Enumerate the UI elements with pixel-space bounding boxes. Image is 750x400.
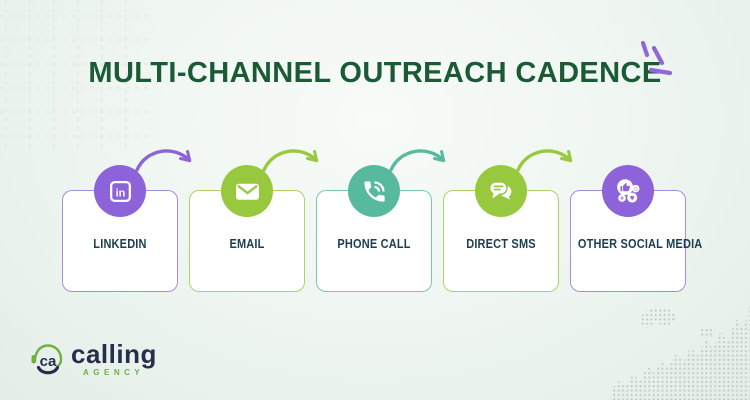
arrow-email-to-phone (262, 149, 319, 172)
sms-icon (488, 181, 512, 200)
channel-card-linkedin: in LINKEDIN (62, 165, 178, 292)
social-media-icon: ☺ + ♥ (616, 178, 639, 203)
logo-texts: calling AGENCY (71, 341, 157, 377)
email-icon (235, 183, 259, 200)
channel-label: LINKEDIN (93, 237, 147, 251)
brand-logo: ca calling AGENCY (30, 340, 157, 378)
channel-card-phone: PHONE CALL (316, 165, 432, 292)
svg-text:in: in (115, 187, 125, 199)
channel-card-sms: DIRECT SMS (443, 165, 559, 292)
arrow-phone-to-sms (389, 149, 446, 172)
phone-icon (363, 180, 385, 202)
channel-card-email: EMAIL (189, 165, 305, 292)
dots-decor-blob (638, 306, 678, 329)
logo-title: calling (71, 339, 157, 369)
channel-card-social: ☺ + ♥ OTHER SOCIAL MEDIA (570, 165, 703, 292)
svg-text:+: + (619, 193, 623, 202)
channel-label: EMAIL (229, 237, 265, 251)
channel-label: PHONE CALL (337, 237, 411, 251)
phone-bubble (348, 165, 400, 217)
sms-bubble (475, 165, 527, 217)
linkedin-icon: in (109, 180, 131, 202)
logo-monogram-icon: ca (31, 344, 63, 375)
svg-text:♥: ♥ (629, 193, 634, 202)
channel-label: OTHER SOCIAL MEDIA (577, 237, 703, 251)
social-bubble: ☺ + ♥ (602, 165, 654, 217)
dots-decor-main (612, 305, 750, 400)
linkedin-bubble: in (94, 165, 146, 217)
dots-decor-tiny (700, 328, 712, 338)
page-title: MULTI-CHANNEL OUTREACH CADENCE (88, 57, 662, 89)
arrow-linkedin-to-email (135, 149, 192, 172)
svg-text:ca: ca (40, 353, 57, 370)
logo-subtitle: AGENCY (83, 368, 145, 377)
sparkle-icon (640, 40, 673, 76)
email-bubble (221, 165, 273, 217)
channel-label: DIRECT SMS (466, 237, 536, 251)
grid-pattern-decor (0, 0, 150, 150)
arrow-sms-to-social (516, 149, 573, 172)
channel-cards-row: in LINKEDIN EMAIL (62, 165, 703, 292)
svg-text:☺: ☺ (632, 185, 639, 192)
